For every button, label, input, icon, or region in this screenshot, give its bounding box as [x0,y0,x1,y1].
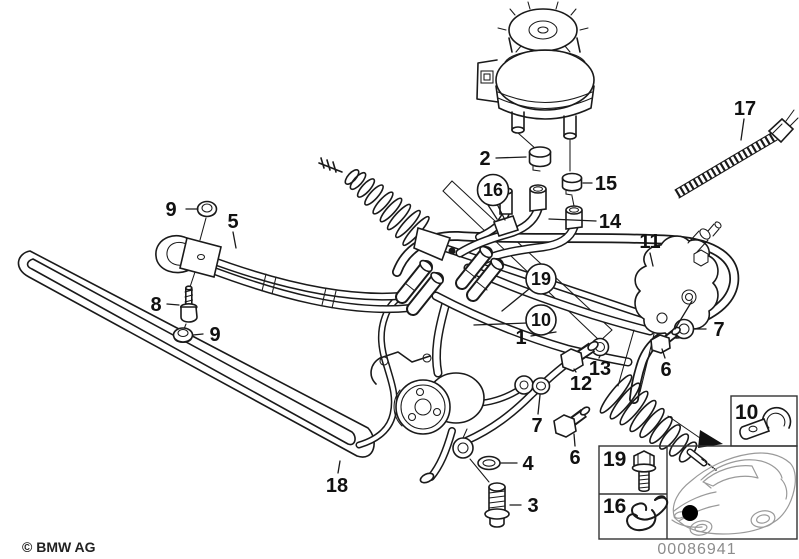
bolt-8 [180,285,198,323]
mounting-bracket-outline [442,180,613,342]
direction-arrow [698,430,723,448]
suction-hose-pair [203,257,410,309]
nut-9-top [196,200,218,218]
plug-6-bottom [553,406,591,438]
legend-row-19-label: 19 [603,448,626,471]
washer-7-left [531,377,551,395]
circled-callout-10: 10 [525,304,557,336]
callout-18: 18 [326,475,348,497]
callout-1: 1 [515,327,526,349]
callout-9-top: 9 [165,199,176,221]
clamp-inset-label: 10 [735,401,758,424]
callout-9-bottom: 9 [209,324,220,346]
pipe-clamp-icon [739,406,792,440]
car-location-thumbnail [671,452,796,536]
callout-15: 15 [595,173,617,195]
copyright-text: © BMW AG [22,539,96,555]
nut-9-bottom [172,327,194,344]
cable-tie [674,109,799,199]
fluid-reservoir [476,1,595,207]
callout-labels: 9 5 8 9 2 15 14 17 11 1 7 6 13 12 7 6 4 … [150,98,756,517]
callout-7-bottom: 7 [531,415,542,437]
hose-end-fittings [402,245,505,309]
callout-8: 8 [150,294,161,316]
circled-19-text: 19 [531,269,551,289]
location-marker-dot [682,505,698,521]
callout-5: 5 [227,211,238,233]
plug-6-right [650,326,681,354]
callout-13: 13 [589,358,611,380]
circled-16-text: 16 [483,180,503,200]
callout-4: 4 [522,453,534,475]
callout-12: 12 [570,373,592,395]
circled-callout-19: 19 [525,263,557,295]
callout-6-bottom: 6 [569,447,580,469]
legend-box: 19 16 [598,445,798,540]
callout-2: 2 [479,148,490,170]
power-steering-pump [370,351,534,483]
leader-lines [166,118,745,506]
callout-17: 17 [734,98,756,120]
hex-bolt-icon [631,450,657,493]
callout-3: 3 [527,495,538,517]
legend-row-16-label: 16 [603,495,626,518]
nut-15 [561,172,583,196]
eye-fitting [514,375,534,395]
right-tie-rod-boot [599,374,723,471]
plug-12 [560,340,599,372]
spring-clip-icon [626,495,669,532]
drawing-number: 00086941 [657,541,736,558]
callout-11: 11 [639,231,660,253]
clamp-inset-box: 10 [730,395,798,447]
circled-callout-16: 16 [476,173,510,207]
cooler-return-pipe [359,295,403,445]
callout-14: 14 [599,211,622,233]
callout-6-right: 6 [660,359,671,381]
o-ring-4 [477,455,501,471]
fluid-cooler-coil [17,250,375,458]
banjo-fitting [452,437,474,459]
union-fitting-3 [484,482,510,528]
callout-7-right: 7 [713,319,724,341]
hose-holder-bracket [155,217,222,330]
circled-10-text: 10 [531,310,551,330]
hose-clamp-16-target [492,215,520,237]
left-tie-rod-boot [318,157,456,262]
pump-pipework [419,303,572,484]
nut-2 [528,146,552,172]
